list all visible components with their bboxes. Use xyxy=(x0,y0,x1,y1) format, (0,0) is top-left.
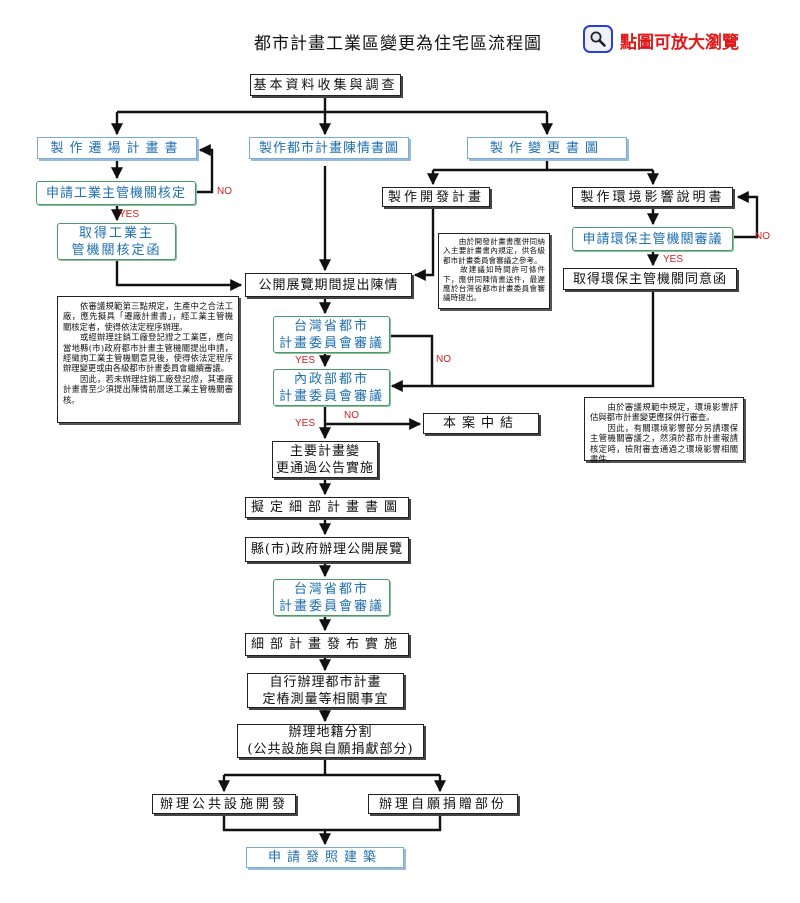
step-label-line1: 台灣省都市 xyxy=(293,318,369,334)
note-development-plan: 由於開發計畫書應併同納入主要計畫書內規定，供各級都市計畫委員會審議之參考。 故建… xyxy=(438,233,550,309)
step-label: 公開展覽期間提出陳情 xyxy=(258,277,399,293)
zoom-button[interactable] xyxy=(583,25,613,53)
step-label-line2: (公共設施與自願捐獻部分) xyxy=(247,742,414,757)
step-label: 取得環保主管機關同意函 xyxy=(572,271,727,287)
step-change-plan: 製作變更書圖 xyxy=(467,137,627,159)
yes-label: YES xyxy=(295,355,316,366)
no-label: NO xyxy=(217,186,232,197)
step-relocation-plan: 製作遷場計畫書 xyxy=(37,137,197,159)
step-self-survey: 自行辦理都市計畫 定樁測量等相關事宜 xyxy=(247,673,404,708)
step-label-line1: 內政部都市 xyxy=(293,371,369,387)
step-case-closed: 本案中結 xyxy=(423,413,539,434)
step-label: 辦理自願捐贈部份 xyxy=(378,796,507,812)
step-development-plan: 製作開發計畫 xyxy=(382,187,490,207)
step-public-exhibition: 公開展覽期間提出陳情 xyxy=(245,273,412,297)
magnifier-icon xyxy=(590,31,606,47)
step-label-line2: 管機關核定函 xyxy=(71,242,162,258)
step-label: 本案中結 xyxy=(442,416,519,431)
step-label: 申請環保主管機關審議 xyxy=(582,231,723,247)
step-apply-env-review: 申請環保主管機關審議 xyxy=(572,227,733,251)
step-label-line2: 定樁測量等相關事宜 xyxy=(262,691,389,707)
yes-label: YES xyxy=(295,418,316,429)
step-label-line1: 自行辦理都市計畫 xyxy=(269,674,382,690)
step-province-committee-2: 台灣省都市 計畫委員會審議 xyxy=(273,579,390,616)
step-label-line2: 計畫委員會審議 xyxy=(278,598,384,614)
step-public-facility-dev: 辦理公共設施開發 xyxy=(152,794,296,814)
step-detail-implement: 細部計畫發布實施 xyxy=(245,633,409,656)
no-label: NO xyxy=(344,410,359,421)
step-label-line2: 更通過公告實施 xyxy=(275,460,374,476)
step-province-committee-1: 台灣省都市 計畫委員會審議 xyxy=(273,316,390,353)
step-label: 縣(市)政府辦理公開展覽 xyxy=(250,542,404,557)
step-env-consent: 取得環保主管機關同意函 xyxy=(563,268,737,290)
step-label: 擬定細部計畫書圖 xyxy=(250,500,403,515)
zoom-link[interactable]: 點圖可放大瀏覽 xyxy=(620,33,739,53)
step-label: 製作變更書圖 xyxy=(489,140,604,156)
step-detail-plan: 擬定細部計畫書圖 xyxy=(245,497,409,518)
step-label: 製作遷場計畫書 xyxy=(50,140,184,156)
step-voluntary-donation: 辦理自願捐贈部份 xyxy=(368,794,518,814)
step-apply-building-permit: 申請發照建築 xyxy=(246,847,404,868)
step-main-plan-announced: 主要計畫變 更通過公告實施 xyxy=(272,441,378,478)
step-eia-report: 製作環境影響說明書 xyxy=(572,187,733,207)
yes-label: YES xyxy=(119,209,140,220)
step-label: 製作環境影響說明書 xyxy=(580,189,725,205)
note-eia-parallel-review: 由於審議規範中規定，環境影響評估與都市計畫變更應採併行審查。 因此，有關環境影響… xyxy=(584,397,744,464)
step-label-line2: 計畫委員會審議 xyxy=(278,335,384,351)
step-county-exhibition: 縣(市)政府辦理公開展覽 xyxy=(245,537,409,562)
page-title: 都市計畫工業區變更為住宅區流程圖 xyxy=(254,34,542,54)
step-label: 製作開發計畫 xyxy=(387,189,484,205)
step-interior-committee: 內政部都市 計畫委員會審議 xyxy=(273,369,390,406)
step-label: 基本資料收集與調查 xyxy=(253,77,398,93)
no-label: NO xyxy=(755,231,770,242)
step-label: 申請工業主管機關核定 xyxy=(45,185,186,201)
step-label-line1: 主要計畫變 xyxy=(289,443,360,459)
step-label-line1: 取得工業主 xyxy=(78,225,154,241)
note-relocation-rules: 依審議規範第三點規定，生產中之合法工廠，應先擬具「遷廠計畫書」，經工業主管機關核… xyxy=(57,296,239,423)
step-industry-approval-letter: 取得工業主 管機關核定函 xyxy=(57,223,176,260)
step-label: 細部計畫發布實施 xyxy=(250,637,403,652)
no-label: NO xyxy=(436,354,451,365)
step-petition-plan: 製作都市計畫陳情書圖 xyxy=(249,137,409,159)
step-apply-industry-approval: 申請工業主管機關核定 xyxy=(36,181,196,205)
yes-label: YES xyxy=(663,254,684,265)
step-label: 辦理公共設施開發 xyxy=(159,796,288,812)
step-label-line1: 台灣省都市 xyxy=(293,581,369,597)
step-label: 製作都市計畫陳情書圖 xyxy=(258,140,399,156)
step-label-line1: 辦理地籍分割 xyxy=(288,725,373,740)
step-basic-data: 基本資料收集與調查 xyxy=(250,74,401,96)
step-label-line2: 計畫委員會審議 xyxy=(278,388,384,404)
step-label: 申請發照建築 xyxy=(267,850,382,865)
step-land-division: 辦理地籍分割 (公共設施與自願捐獻部分) xyxy=(237,724,424,758)
